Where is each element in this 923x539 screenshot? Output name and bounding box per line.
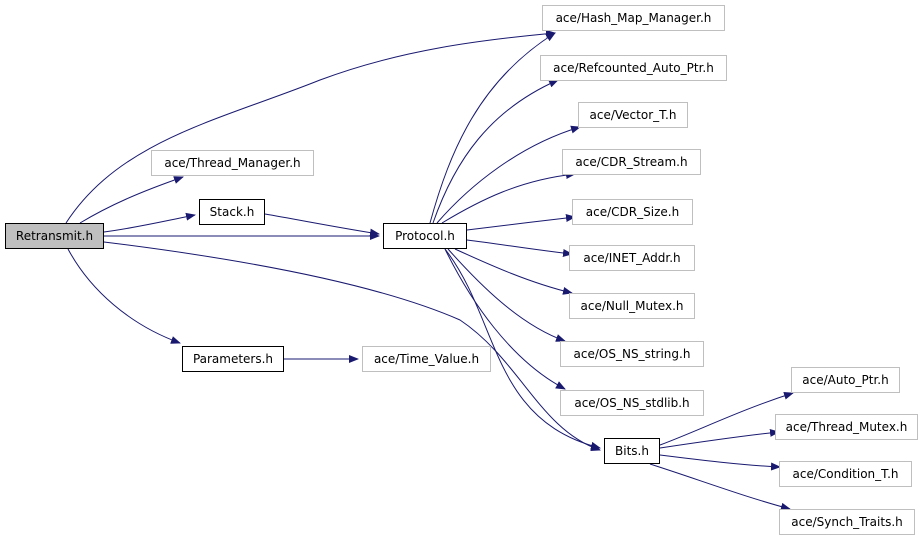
edge-bits-synch_traits (649, 463, 791, 511)
node-synch-traits[interactable]: ace/Synch_Traits.h (779, 509, 915, 535)
node-label: ace/CDR_Size.h (585, 205, 680, 219)
edge-protocol-os_ns_string (447, 248, 566, 342)
node-cdr-stream[interactable]: ace/CDR_Stream.h (562, 149, 701, 175)
node-label: ace/Auto_Ptr.h (802, 373, 889, 387)
edge-protocol-cdr_stream (441, 171, 576, 224)
edge-protocol-os_ns_stdlib (444, 248, 566, 390)
edge-retransmit-stack (103, 212, 196, 233)
node-inet-addr[interactable]: ace/INET_Addr.h (569, 245, 695, 271)
node-label: ace/Synch_Traits.h (791, 515, 903, 529)
node-thread-manager[interactable]: ace/Thread_Manager.h (151, 150, 314, 176)
node-label: ace/OS_NS_stdlib.h (574, 396, 690, 410)
node-label: ace/Thread_Manager.h (164, 156, 301, 170)
node-os-ns-stdlib[interactable]: ace/OS_NS_stdlib.h (560, 390, 704, 416)
edge-bits-condition (659, 454, 781, 471)
node-bits[interactable]: Bits.h (604, 438, 660, 464)
node-label: ace/Null_Mutex.h (580, 299, 684, 313)
node-label: ace/Time_Value.h (373, 352, 480, 366)
node-refcounted[interactable]: ace/Refcounted_Auto_Ptr.h (540, 55, 727, 81)
node-label: Retransmit.h (15, 229, 94, 243)
edge-retransmit-parameters (67, 248, 181, 344)
node-null-mutex[interactable]: ace/Null_Mutex.h (569, 293, 695, 319)
edge-bits-auto_ptr (659, 391, 794, 446)
node-condition[interactable]: ace/Condition_T.h (779, 461, 912, 487)
node-retransmit[interactable]: Retransmit.h (5, 223, 104, 249)
edge-protocol-vector (436, 125, 581, 224)
node-cdr-size[interactable]: ace/CDR_Size.h (572, 199, 693, 225)
node-label: ace/Vector_T.h (589, 108, 677, 122)
node-label: Parameters.h (192, 352, 274, 366)
node-label: Protocol.h (395, 229, 455, 243)
edge-bits-thread_mutex (659, 428, 780, 449)
node-thread-mutex[interactable]: ace/Thread_Mutex.h (775, 414, 918, 440)
node-auto-ptr[interactable]: ace/Auto_Ptr.h (791, 367, 900, 393)
node-label: ace/OS_NS_string.h (573, 347, 691, 361)
edge-protocol-cdr_size (466, 214, 576, 231)
node-os-ns-string[interactable]: ace/OS_NS_string.h (560, 341, 704, 367)
edge-retransmit-bits (103, 241, 601, 451)
edge-protocol-inet_addr (466, 239, 573, 258)
node-protocol[interactable]: Protocol.h (383, 223, 467, 249)
edge-retransmit-hash_map (65, 29, 556, 224)
node-hash-map[interactable]: ace/Hash_Map_Manager.h (542, 5, 725, 31)
node-label: Bits.h (615, 444, 649, 458)
edge-protocol-bits (444, 248, 601, 450)
edge-protocol-refcounted (432, 79, 559, 224)
node-parameters[interactable]: Parameters.h (182, 346, 284, 372)
node-time-value[interactable]: ace/Time_Value.h (362, 346, 491, 372)
node-label: ace/Refcounted_Auto_Ptr.h (553, 61, 714, 75)
node-vector[interactable]: ace/Vector_T.h (578, 102, 688, 128)
node-label: ace/CDR_Stream.h (575, 155, 688, 169)
node-label: Stack.h (209, 205, 255, 219)
node-label: ace/Hash_Map_Manager.h (555, 11, 712, 25)
node-label: ace/INET_Addr.h (583, 251, 681, 265)
edge-protocol-null_mutex (454, 248, 573, 295)
node-stack[interactable]: Stack.h (199, 199, 265, 225)
edge-protocol-hash_map (429, 32, 556, 224)
edge-retransmit-thread_manager (79, 176, 184, 224)
edge-stack-protocol (264, 213, 380, 237)
node-label: ace/Thread_Mutex.h (785, 420, 908, 434)
node-label: ace/Condition_T.h (792, 467, 899, 481)
